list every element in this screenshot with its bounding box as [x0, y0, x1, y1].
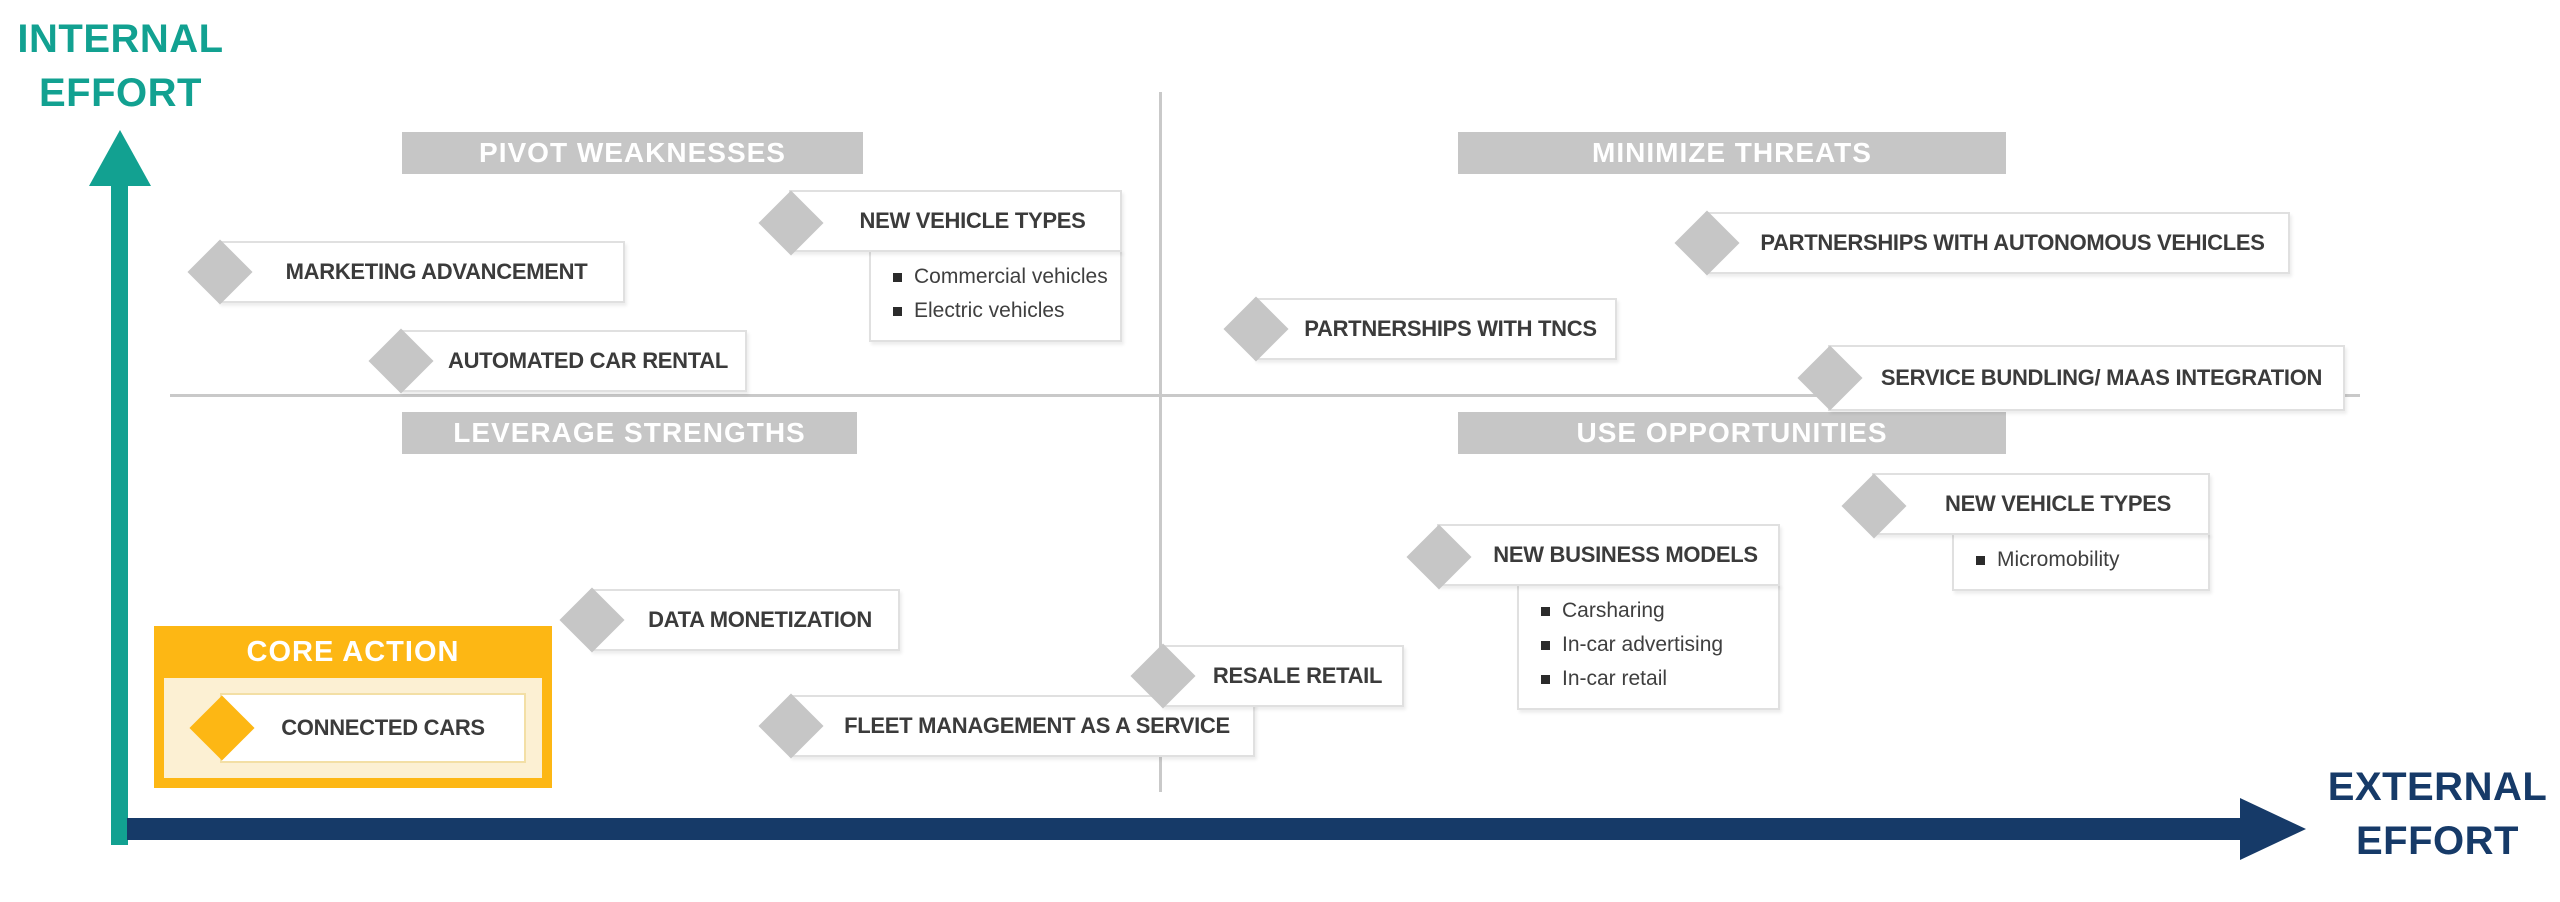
item-bullet-list: Commercial vehicles Electric vehicles: [869, 250, 1122, 342]
item-label: AUTOMATED CAR RENTAL: [448, 348, 728, 373]
item-data-monetization: DATA MONETIZATION: [559, 587, 900, 653]
item-label: PARTNERSHIPS WITH AUTONOMOUS VEHICLES: [1760, 230, 2265, 255]
external-effort-line2: EFFORT: [2356, 819, 2519, 863]
item-label: NEW BUSINESS MODELS: [1493, 542, 1758, 567]
bullet-square-icon: [1976, 555, 1985, 565]
external-effort-axis: [127, 818, 2242, 840]
list-item: Carsharing: [1541, 594, 1766, 628]
core-action-header: CORE ACTION: [246, 635, 460, 668]
bullet-label: Electric vehicles: [914, 299, 1065, 322]
bullet-square-icon: [893, 272, 902, 282]
item-new-business-models: NEW BUSINESS MODELS Carsharing In-car ad…: [1406, 524, 1780, 710]
quadrant-header-pivot-weaknesses: PIVOT WEAKNESSES: [402, 132, 863, 174]
bullet-label: Carsharing: [1562, 599, 1665, 622]
item-automated-car-rental: AUTOMATED CAR RENTAL: [368, 328, 747, 394]
diamond-marker-orange-icon: [189, 695, 255, 761]
list-item: Micromobility: [1976, 543, 2196, 577]
internal-effort-line1: INTERNAL: [17, 17, 224, 61]
item-label: MARKETING ADVANCEMENT: [285, 259, 588, 284]
item-title-row: NEW VEHICLE TYPES: [758, 190, 1122, 256]
bullet-label: Micromobility: [1997, 548, 2120, 571]
bullet-label: In-car retail: [1562, 667, 1668, 690]
item-bullet-list: Carsharing In-car advertising In-car ret…: [1517, 584, 1780, 710]
item-label: PARTNERSHIPS WITH TNCS: [1304, 316, 1597, 341]
item-new-vehicle-types-weakness: NEW VEHICLE TYPES Commercial vehicles El…: [758, 190, 1122, 342]
bullet-square-icon: [893, 306, 902, 316]
item-resale-retail: RESALE RETAIL: [1130, 643, 1404, 709]
diamond-marker-icon: [1797, 345, 1863, 411]
item-label: SERVICE BUNDLING/ MAAS INTEGRATION: [1880, 365, 2323, 390]
quadrant-header-use-opportunities: USE OPPORTUNITIES: [1458, 412, 2006, 454]
arrow-right-icon: [2240, 798, 2306, 860]
diamond-marker-icon: [1841, 473, 1907, 539]
diamond-marker-icon: [758, 190, 824, 256]
bullet-label: Commercial vehicles: [914, 265, 1108, 288]
quadrant-divider-horizontal: [170, 394, 2360, 397]
list-item: In-car retail: [1541, 662, 1766, 696]
item-label: DATA MONETIZATION: [648, 607, 872, 632]
quadrant-header-label: PIVOT WEAKNESSES: [479, 137, 786, 168]
item-service-bundling-maas: SERVICE BUNDLING/ MAAS INTEGRATION: [1797, 345, 2345, 411]
item-partnerships-autonomous-vehicles: PARTNERSHIPS WITH AUTONOMOUS VEHICLES: [1674, 210, 2290, 276]
diamond-marker-icon: [1406, 524, 1472, 590]
core-action-callout: CORE ACTION CONNECTED CARS: [154, 626, 552, 788]
internal-effort-axis: [111, 178, 128, 845]
diamond-marker-icon: [1674, 210, 1740, 276]
item-label: RESALE RETAIL: [1212, 663, 1383, 688]
quadrant-header-label: MINIMIZE THREATS: [1592, 137, 1872, 168]
item-title-row: NEW VEHICLE TYPES: [1841, 473, 2210, 539]
bullet-label: In-car advertising: [1562, 633, 1724, 656]
quadrant-header-label: USE OPPORTUNITIES: [1576, 417, 1888, 448]
diamond-marker-icon: [758, 693, 824, 759]
list-item: Electric vehicles: [893, 294, 1108, 328]
quadrant-header-minimize-threats: MINIMIZE THREATS: [1458, 132, 2006, 174]
bullet-square-icon: [1541, 640, 1550, 650]
internal-effort-line2: EFFORT: [39, 71, 202, 115]
core-action-inner-panel: CONNECTED CARS: [164, 678, 542, 778]
bullet-square-icon: [1541, 674, 1550, 684]
item-connected-cars: CONNECTED CARS: [189, 693, 526, 763]
diamond-marker-icon: [187, 239, 253, 305]
item-label: NEW VEHICLE TYPES: [859, 208, 1086, 233]
diamond-marker-icon: [368, 328, 434, 394]
arrow-up-icon: [89, 130, 151, 186]
item-title-row: NEW BUSINESS MODELS: [1406, 524, 1780, 590]
item-label: CONNECTED CARS: [281, 715, 485, 740]
bullet-square-icon: [1541, 606, 1550, 616]
external-effort-axis-label: EXTERNAL EFFORT: [2320, 760, 2555, 868]
item-partnerships-tncs: PARTNERSHIPS WITH TNCS: [1223, 296, 1617, 362]
item-label: FLEET MANAGEMENT AS A SERVICE: [844, 713, 1230, 738]
item-fleet-management-service: FLEET MANAGEMENT AS A SERVICE: [758, 693, 1255, 759]
quadrant-header-label: LEVERAGE STRENGTHS: [453, 417, 806, 448]
list-item: In-car advertising: [1541, 628, 1766, 662]
internal-effort-axis-label: INTERNAL EFFORT: [8, 12, 233, 120]
diamond-marker-icon: [1223, 296, 1289, 362]
quadrant-divider-vertical: [1159, 92, 1162, 792]
item-label: NEW VEHICLE TYPES: [1945, 491, 2171, 516]
list-item: Commercial vehicles: [893, 260, 1108, 294]
item-bullet-list: Micromobility: [1952, 533, 2210, 591]
item-new-vehicle-types-opportunity: NEW VEHICLE TYPES Micromobility: [1841, 473, 2210, 591]
external-effort-line1: EXTERNAL: [2327, 765, 2548, 809]
item-marketing-advancement: MARKETING ADVANCEMENT: [187, 239, 625, 305]
quadrant-header-leverage-strengths: LEVERAGE STRENGTHS: [402, 412, 857, 454]
diamond-marker-icon: [559, 587, 625, 653]
